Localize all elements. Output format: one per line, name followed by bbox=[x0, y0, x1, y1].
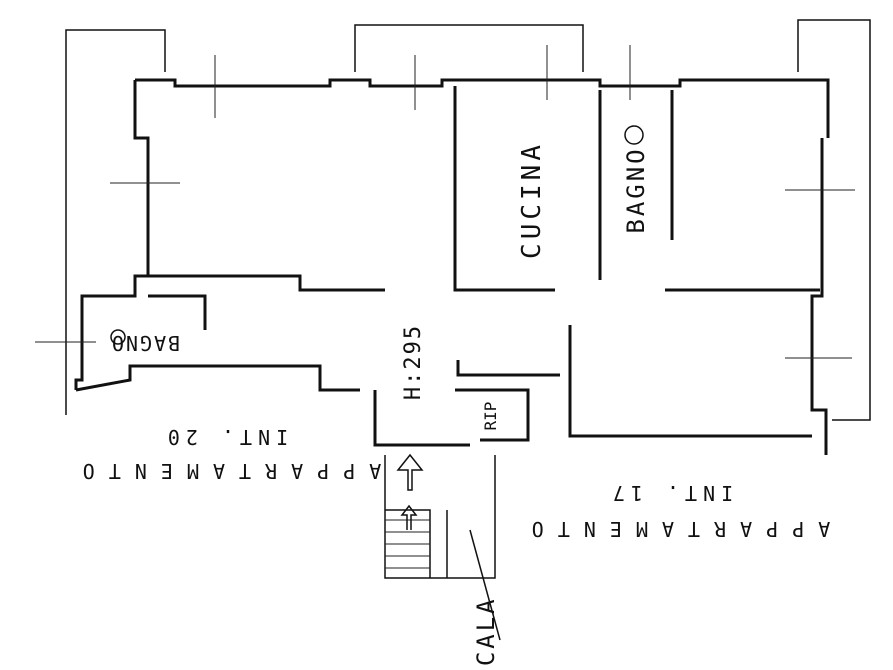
window-marks bbox=[35, 45, 855, 359]
stair-up-arrow-icon bbox=[400, 504, 418, 530]
ceiling-height-label: H:295 bbox=[401, 324, 426, 400]
room-label-bagno-center: BAGNO bbox=[622, 146, 650, 233]
exterior-walls bbox=[74, 78, 830, 455]
neighbour-int20-number: INT. 20 bbox=[162, 425, 288, 449]
entrance-arrow-icon bbox=[396, 453, 424, 491]
neighbour-int17-number: INT. 17 bbox=[607, 481, 733, 505]
fixture-circle-left bbox=[110, 329, 126, 345]
storage-label-rip: RIP bbox=[481, 402, 500, 431]
neighbour-int20-apartment: APPARTAMENTO bbox=[69, 459, 382, 483]
neighbour-outlines bbox=[65, 19, 871, 421]
staircase bbox=[384, 455, 501, 641]
stair-label: SCALA bbox=[472, 596, 500, 670]
fixture-circle-center bbox=[624, 125, 644, 145]
interior-walls bbox=[148, 86, 820, 447]
neighbour-int17-apartment: APPARTAMENTO bbox=[518, 517, 831, 541]
room-label-cucina: CUCINA bbox=[517, 141, 547, 259]
